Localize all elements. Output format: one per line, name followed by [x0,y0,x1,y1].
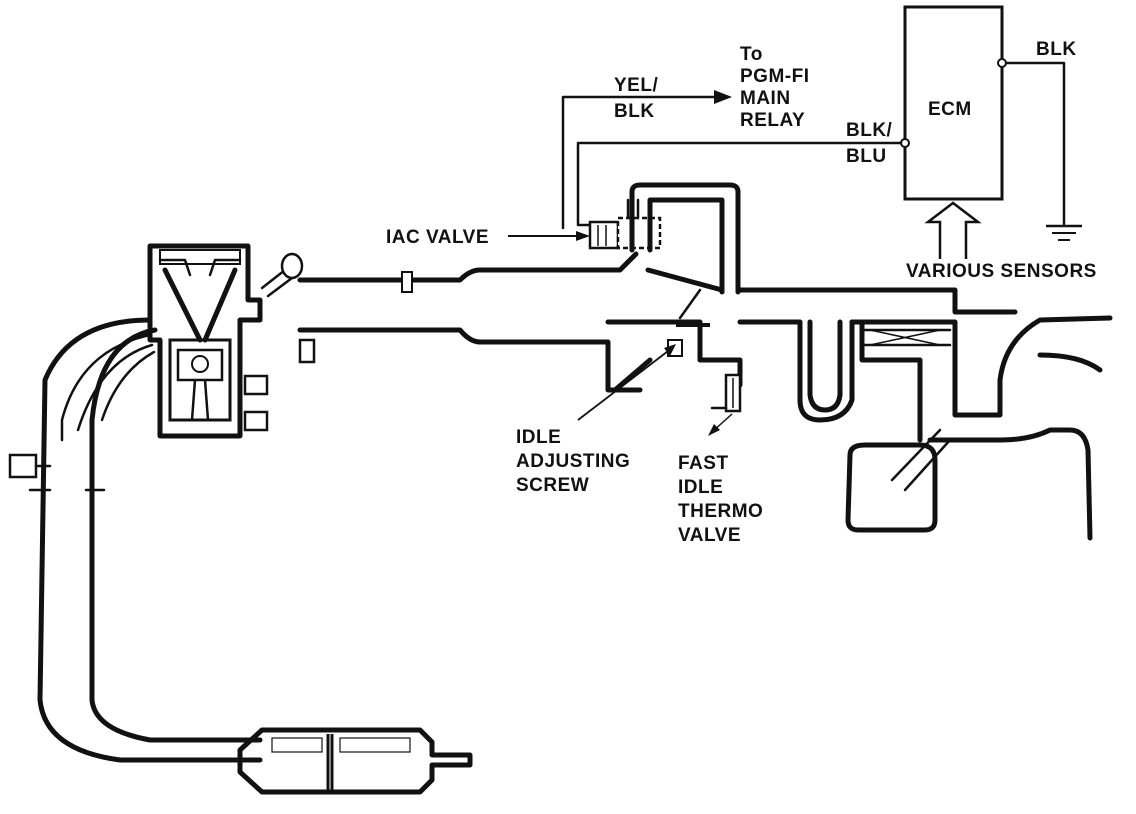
blk-blu-wire [576,141,903,227]
fast-idle-leader [708,413,733,436]
ecm-box [903,5,1004,201]
ground-wire [1004,61,1082,241]
relay-arrow-head [714,90,732,104]
sensor-input-arrow [924,201,982,259]
iac-valve-leader [508,231,590,241]
blk-blu-wire-label: BLK/ BLU [846,120,893,167]
catalytic-converter [237,727,473,795]
ecm-label: ECM [928,99,972,120]
engine-cylinder [147,243,263,439]
pgm-fi-main-relay-label: To PGM-FI MAIN RELAY [740,44,810,131]
throttle-body [612,288,710,393]
yel-blk-wire [561,90,732,230]
fast-idle-thermo-valve-label: FAST IDLE THERMO VALVE [678,453,764,546]
fast-idle-thermo-valve-body [710,373,742,413]
spark-plug [260,252,304,298]
air-cleaner-box [845,428,952,533]
iac-valve-body [588,198,662,250]
exhaust-manifold [8,317,263,763]
blk-wire-label: BLK [1036,39,1077,60]
bypass-passage [629,182,741,295]
o2-sensor [8,453,38,479]
idle-screw-leader [577,344,676,421]
ecm-unit [900,5,1007,201]
intake-manifold [297,251,1113,541]
engine-sensors [243,271,413,432]
iac-valve-label: IAC VALVE [386,227,490,248]
idle-adjusting-screw-label: IDLE ADJUSTING SCREW [516,427,631,496]
various-sensors-label: VARIOUS SENSORS [906,261,1097,282]
yel-blk-wire-label: YEL/ BLK [614,75,659,122]
